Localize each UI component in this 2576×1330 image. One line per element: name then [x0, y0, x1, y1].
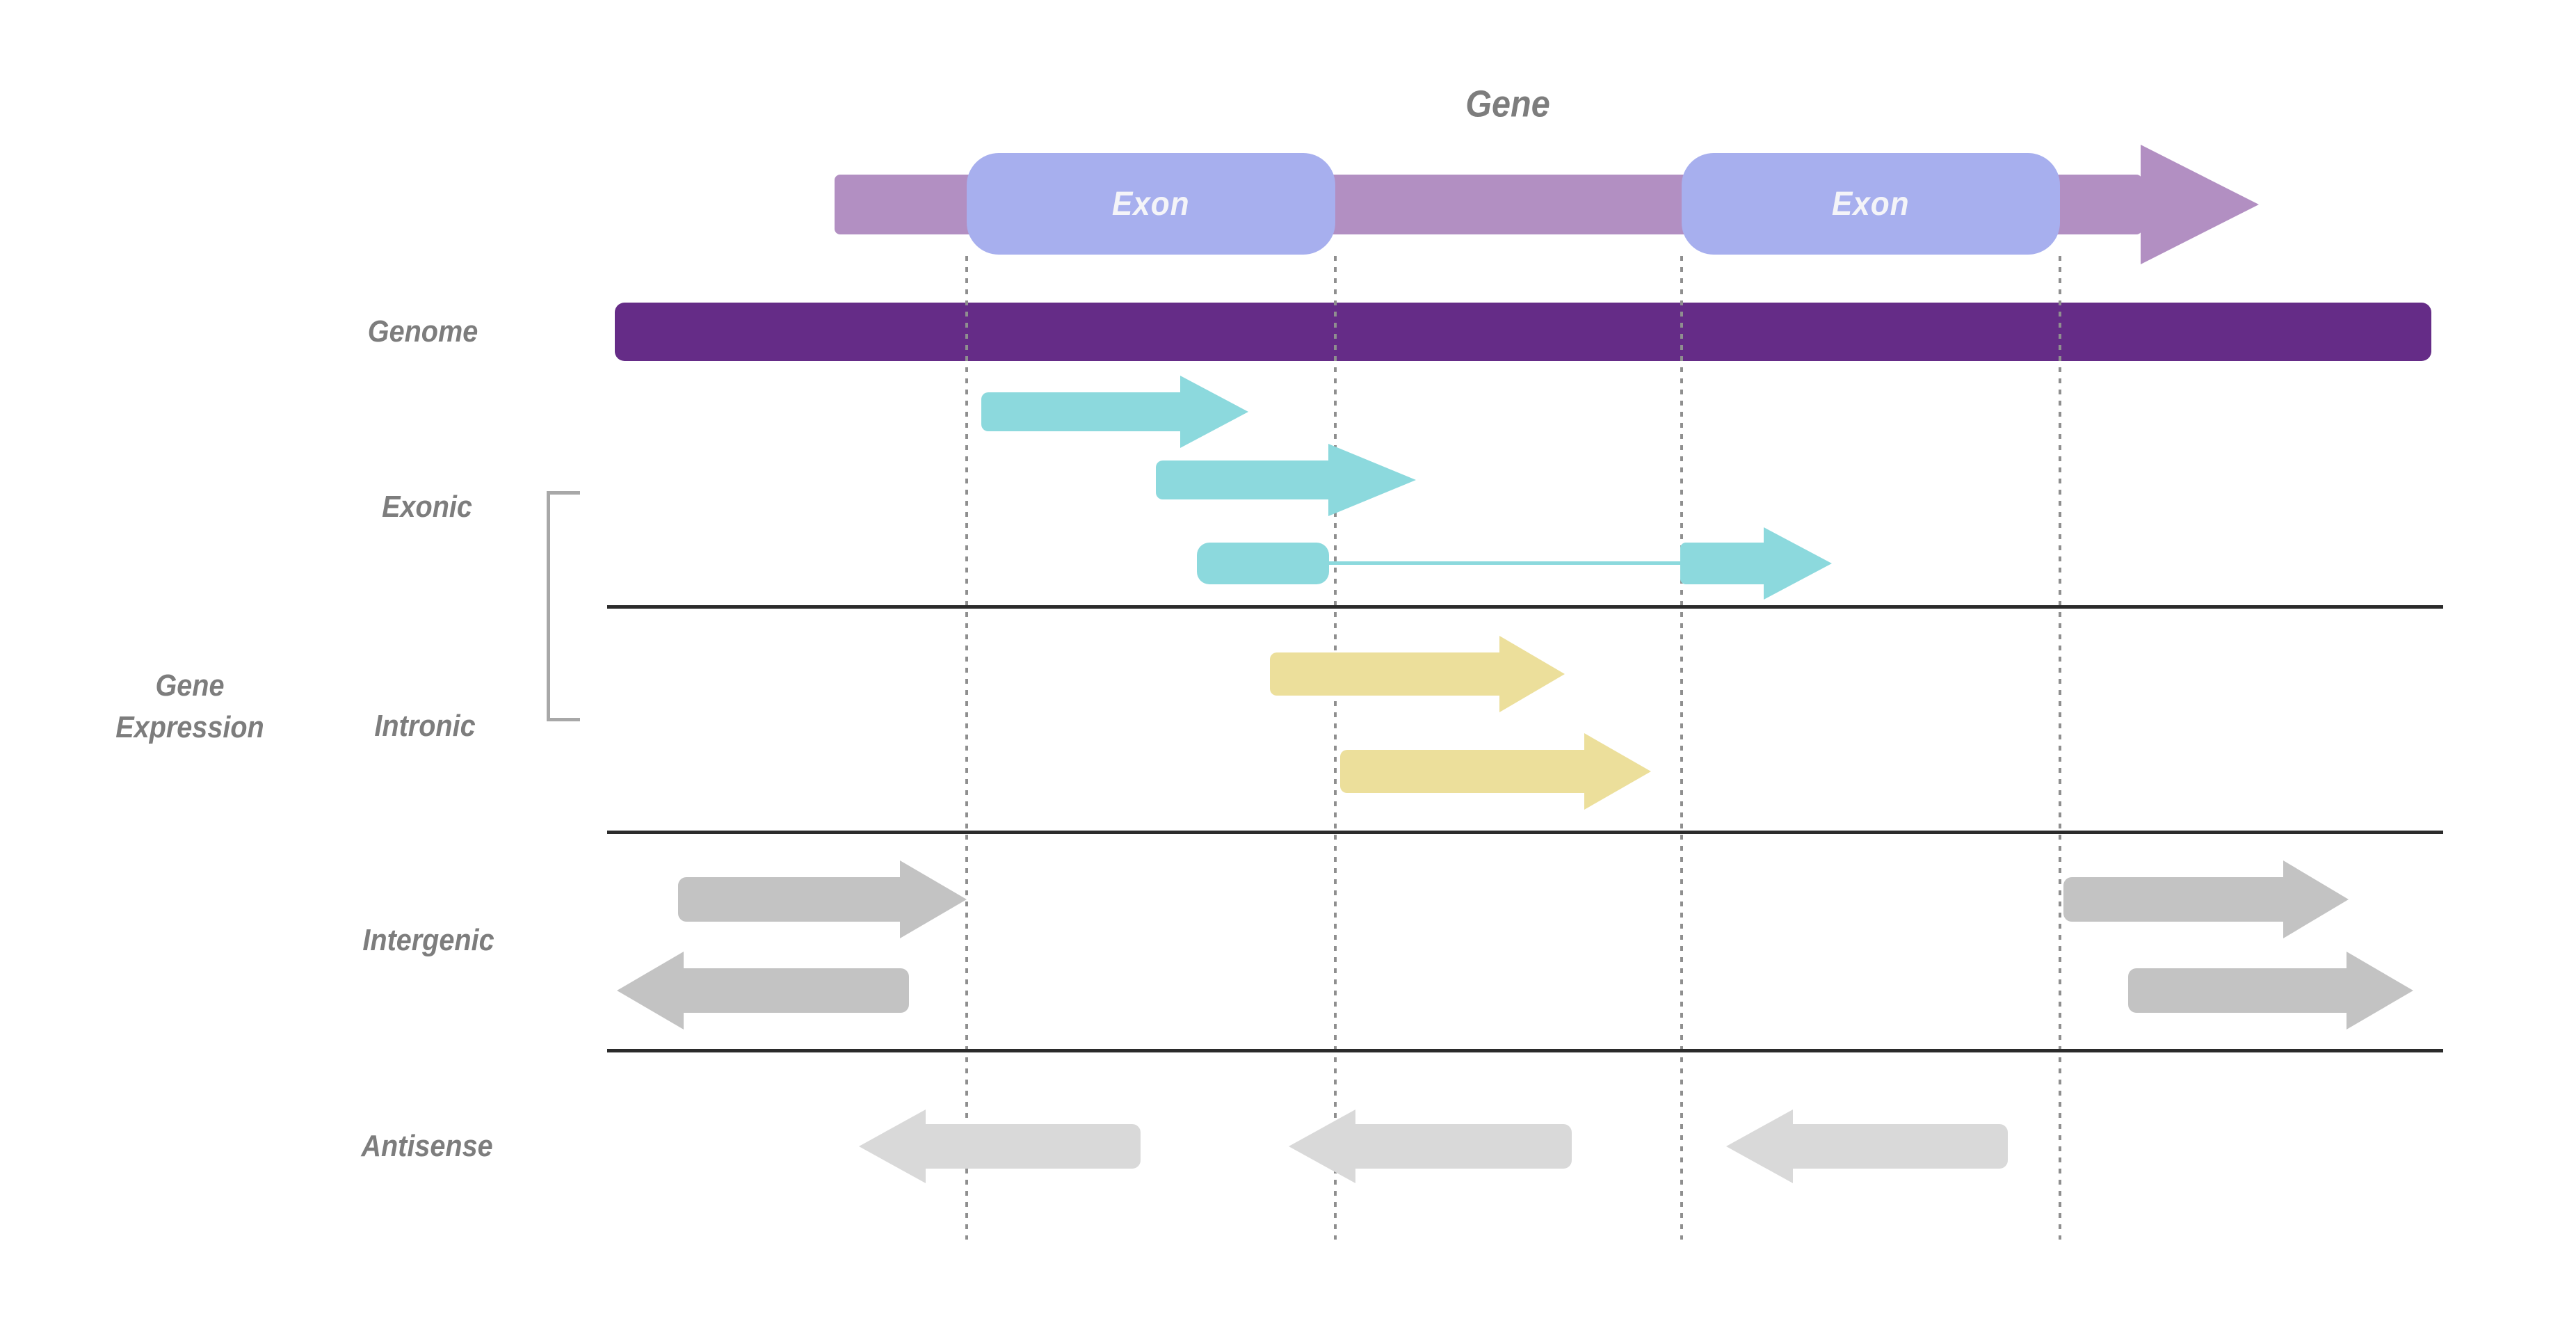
exon-box-1: Exon [967, 153, 1335, 255]
gene-expression-label: Gene Expression [115, 665, 264, 748]
intergenic-read-2-head [617, 952, 684, 1029]
antisense-read-2-body [1355, 1124, 1572, 1169]
separator-intronic-intergenic [607, 831, 2443, 834]
exon2-left-guide-line [1680, 256, 1683, 1240]
antisense-read-3-head [1726, 1109, 1793, 1183]
exon2-right-guide-line [2059, 256, 2061, 1240]
gene-expression-label-line2: Expression [115, 710, 264, 744]
gene-expression-bracket-top-tick [547, 491, 580, 495]
exon-2-label: Exon [1832, 185, 1910, 223]
intergenic-read-1-head [900, 860, 967, 938]
intronic-label: Intronic [374, 709, 476, 744]
intergenic-read-3-body [2063, 877, 2283, 922]
intronic-read-2-body [1340, 750, 1584, 793]
exonic-read-2-head [1328, 444, 1416, 516]
gene-expression-bracket-vertical [547, 491, 550, 721]
spliced-read-junction-line [1329, 561, 1680, 565]
intergenic-read-3-head [2283, 860, 2349, 938]
separator-intergenic-antisense [607, 1049, 2443, 1052]
spliced-read-exon1-segment [1197, 543, 1329, 584]
intergenic-read-2-body [684, 968, 909, 1013]
genome-bar [615, 303, 2431, 361]
exonic-read-1-head [1180, 376, 1248, 448]
exon1-right-guide-line [1334, 256, 1337, 1240]
spliced-read-exon2-segment [1680, 543, 1764, 584]
antisense-read-2-head [1289, 1109, 1355, 1183]
antisense-read-1-body [926, 1124, 1141, 1169]
intronic-read-1-head [1499, 636, 1565, 712]
exonic-read-2-body [1156, 460, 1328, 499]
intronic-read-2-head [1584, 733, 1651, 810]
exonic-label: Exonic [382, 490, 472, 524]
gene-title: Gene [1465, 83, 1550, 125]
gene-arrow-head [2141, 145, 2259, 264]
antisense-read-3-body [1793, 1124, 2008, 1169]
exon-1-label: Exon [1112, 185, 1190, 223]
exon-box-2: Exon [1682, 153, 2060, 255]
spliced-read-head [1764, 527, 1832, 600]
intergenic-label: Intergenic [362, 923, 494, 958]
exonic-read-1-body [981, 392, 1180, 431]
antisense-label: Antisense [361, 1129, 493, 1164]
separator-exonic-intronic [607, 605, 2443, 609]
gene-expression-bracket-bottom-tick [547, 718, 580, 721]
intergenic-read-4-body [2128, 968, 2346, 1013]
exon1-left-guide-line [965, 256, 968, 1240]
genome-label: Genome [367, 314, 478, 349]
gene-expression-label-line1: Gene [155, 668, 225, 703]
intergenic-read-1-body [678, 877, 900, 922]
antisense-read-1-head [859, 1109, 926, 1183]
intergenic-read-4-head [2346, 952, 2413, 1029]
intronic-read-1-body [1270, 652, 1499, 696]
